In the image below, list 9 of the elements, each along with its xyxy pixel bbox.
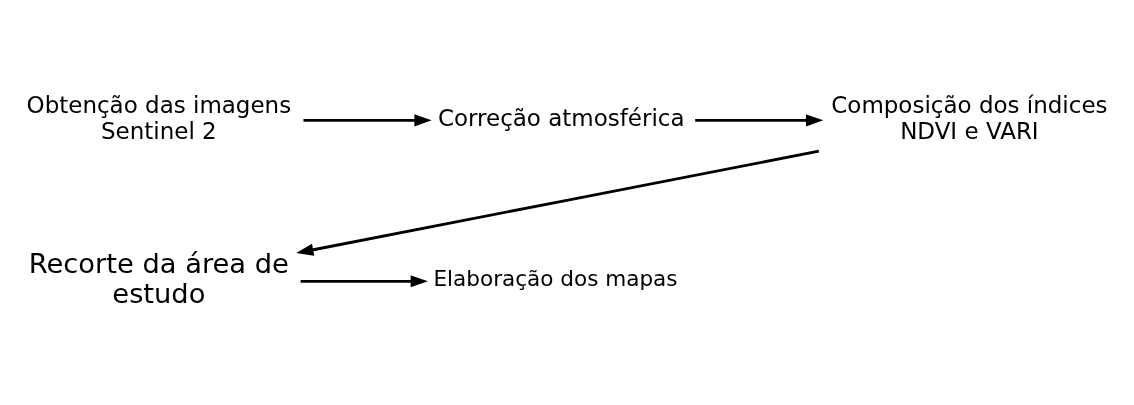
node-text: Correção atmosférica (437, 104, 685, 131)
arrow (296, 149, 820, 256)
node-text: Composição dos índices NDVI e VARI (831, 91, 1108, 144)
arrow (300, 274, 428, 287)
node-text: Recorte da área de estudo (28, 247, 289, 309)
node-text: Obtenção das imagens Sentinel 2 (26, 91, 292, 144)
arrow (695, 113, 824, 126)
node-text: Elaboração dos mapas (433, 265, 678, 291)
arrow (303, 113, 432, 126)
